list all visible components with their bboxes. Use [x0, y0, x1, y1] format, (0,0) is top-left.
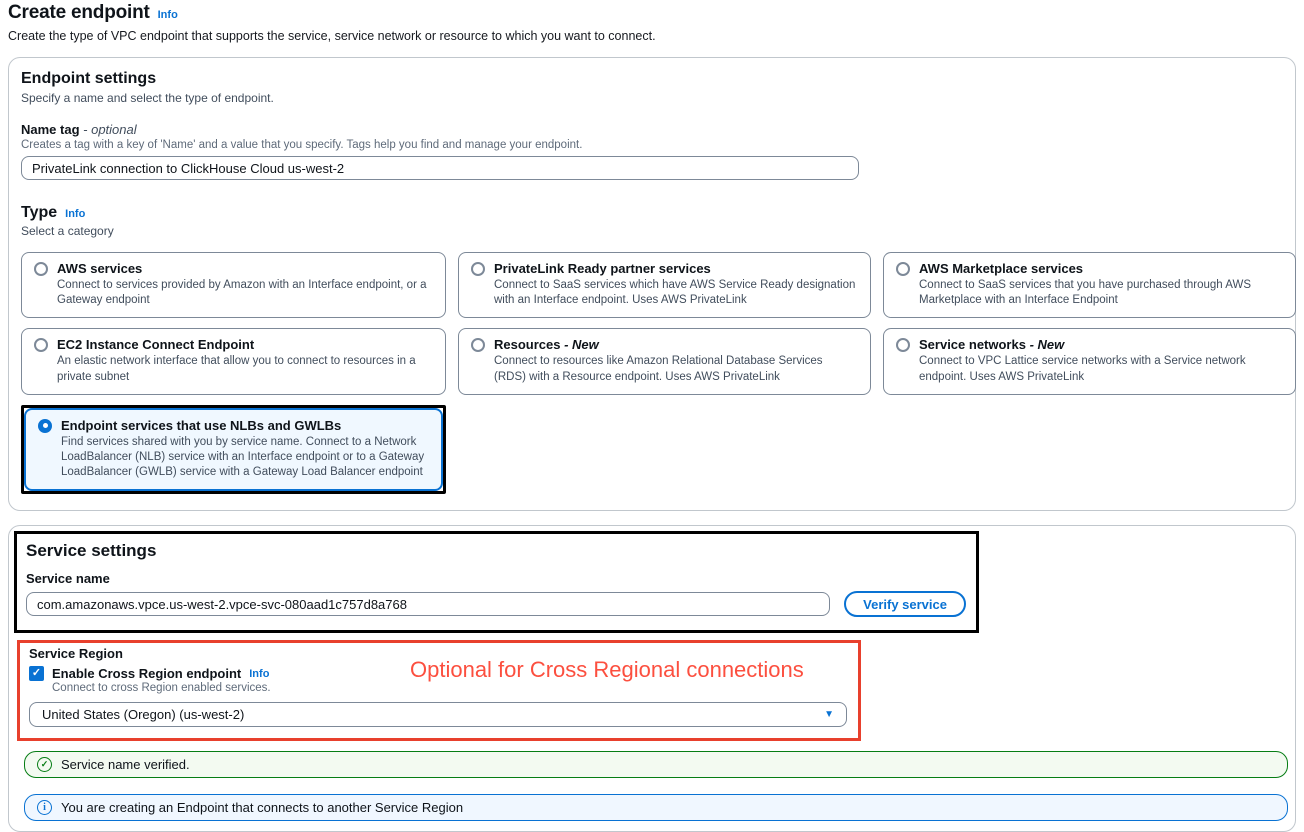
cross-region-info-link[interactable]: Info	[249, 667, 270, 680]
type-option-description: Connect to services provided by Amazon w…	[57, 279, 427, 307]
type-option-title: AWS Marketplace services	[919, 261, 1084, 276]
info-alert: You are creating an Endpoint that connec…	[24, 794, 1288, 822]
type-description: Select a category	[21, 224, 114, 238]
verify-service-button[interactable]: Verify service	[844, 591, 966, 618]
type-option-description: Connect to SaaS services that you have p…	[919, 279, 1251, 307]
annotation-highlight-box: Endpoint services that use NLBs and GWLB…	[21, 404, 446, 495]
type-option-description: Connect to resources like Amazon Relatio…	[494, 355, 823, 383]
endpoint-settings-card: Endpoint settings Specify a name and sel…	[8, 57, 1296, 512]
endpoint-settings-description: Specify a name and select the type of en…	[21, 91, 274, 105]
type-label: Type	[21, 204, 58, 221]
cross-region-checkbox-label: Enable Cross Region endpoint	[52, 666, 242, 682]
radio-unchecked-icon[interactable]	[471, 338, 485, 353]
annotation-black-box: Service settings Service name Verify ser…	[14, 531, 979, 634]
type-option-endpoint-services-nlb-gwlb[interactable]: Endpoint services that use NLBs and GWLB…	[24, 407, 443, 492]
type-option-title: Service networks - New	[919, 337, 1065, 353]
radio-unchecked-icon[interactable]	[471, 262, 485, 276]
type-option-service-networks[interactable]: Service networks - New Connect to VPC La…	[883, 328, 1296, 395]
service-name-label: Service name	[26, 571, 110, 587]
page-info-link[interactable]: Info	[157, 9, 178, 21]
name-tag-description: Creates a tag with a key of 'Name' and a…	[21, 139, 583, 151]
info-circle-icon	[37, 800, 52, 816]
new-badge: - New	[1025, 337, 1065, 353]
cross-region-description: Connect to cross Region enabled services…	[52, 682, 271, 695]
radio-unchecked-icon[interactable]	[896, 338, 910, 353]
page-title: Create endpoint	[8, 2, 150, 23]
radio-unchecked-icon[interactable]	[34, 262, 48, 276]
page-subtitle: Create the type of VPC endpoint that sup…	[8, 29, 656, 43]
name-tag-optional-suffix: - optional	[79, 122, 137, 137]
region-select-value: United States (Oregon) (us-west-2)	[42, 707, 245, 723]
region-select[interactable]: United States (Oregon) (us-west-2) ▼	[29, 702, 847, 728]
radio-unchecked-icon[interactable]	[34, 338, 48, 353]
name-tag-label: Name tag - optional	[21, 122, 137, 137]
name-tag-input[interactable]	[21, 156, 859, 180]
radio-unchecked-icon[interactable]	[896, 262, 910, 276]
type-option-title: AWS services	[57, 261, 143, 276]
type-option-description: Connect to SaaS services which have AWS …	[494, 279, 856, 307]
page-header: Create endpoint Info Create the type of …	[8, 2, 1296, 43]
success-alert: Service name verified.	[24, 751, 1288, 779]
type-option-title: Endpoint services that use NLBs and GWLB…	[61, 417, 342, 433]
chevron-down-icon: ▼	[824, 709, 834, 721]
service-name-input[interactable]	[26, 592, 831, 617]
type-option-description: Find services shared with you by service…	[61, 435, 425, 479]
type-option-title: PrivateLink Ready partner services	[494, 261, 711, 276]
info-alert-message: You are creating an Endpoint that connec…	[61, 800, 464, 816]
type-option-aws-services[interactable]: AWS services Connect to services provide…	[21, 252, 446, 319]
success-alert-message: Service name verified.	[61, 757, 190, 773]
type-option-privatelink-partner-services[interactable]: PrivateLink Ready partner services Conne…	[458, 252, 871, 319]
new-badge: - New	[560, 337, 599, 353]
cross-region-checkbox[interactable]	[29, 666, 44, 682]
type-option-description: An elastic network interface that allow …	[57, 355, 416, 383]
service-settings-title: Service settings	[26, 541, 157, 561]
type-option-aws-marketplace-services[interactable]: AWS Marketplace services Connect to SaaS…	[883, 252, 1296, 319]
type-option-resources[interactable]: Resources - New Connect to resources lik…	[458, 328, 871, 395]
type-option-ec2-instance-connect[interactable]: EC2 Instance Connect Endpoint An elastic…	[21, 328, 446, 395]
service-settings-card: Service settings Service name Verify ser…	[8, 525, 1296, 832]
service-region-label: Service Region	[29, 646, 123, 662]
type-option-title: EC2 Instance Connect Endpoint	[57, 337, 255, 353]
radio-checked-icon[interactable]	[38, 418, 52, 433]
type-options-grid: AWS services Connect to services provide…	[21, 252, 1296, 495]
type-info-link[interactable]: Info	[65, 208, 86, 220]
success-check-icon	[37, 757, 52, 773]
annotation-red-text: Optional for Cross Regional connections	[410, 657, 804, 683]
endpoint-settings-title: Endpoint settings	[21, 70, 157, 87]
type-option-title: Resources - New	[494, 337, 599, 353]
annotation-red-box: Service Region Enable Cross Region endpo…	[17, 640, 861, 742]
type-option-description: Connect to VPC Lattice service networks …	[919, 355, 1246, 383]
